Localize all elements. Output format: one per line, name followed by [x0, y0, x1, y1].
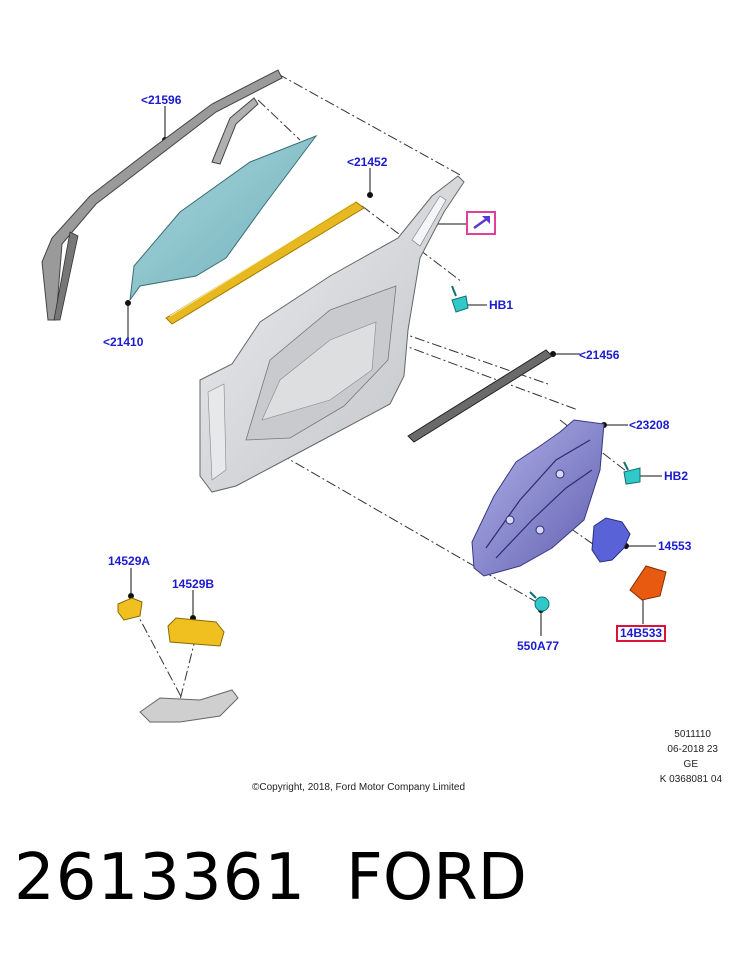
regulator-motor: [591, 517, 631, 563]
inner-weatherstrip: [165, 199, 365, 325]
window-frame-trim: [41, 69, 283, 321]
switch-14529a: [117, 597, 143, 621]
callout-550a77: 550A77: [517, 639, 560, 653]
part-number: 2613361: [14, 841, 307, 915]
fastener-hb1: [451, 285, 469, 313]
callout-14553: 14553: [658, 539, 692, 553]
door-control-module: [629, 565, 667, 601]
callout-23208: <23208: [629, 418, 670, 432]
callout-hb2: HB2: [664, 469, 689, 483]
callout-21596: <21596: [141, 93, 182, 107]
callout-14b533: 14B533: [616, 625, 667, 642]
armrest-handle: [139, 689, 239, 723]
meta-line-4: K 0368081 04: [659, 774, 722, 785]
callout-14529b: 14529B: [172, 577, 215, 591]
callout-21410: <21410: [103, 335, 144, 349]
meta-line-1: 5011110: [674, 729, 711, 740]
clip-550a77: [529, 591, 550, 612]
copyright-notice: ©Copyright, 2018, Ford Motor Company Lim…: [252, 782, 466, 793]
fastener-hb2: [623, 461, 641, 485]
window-glass: [129, 134, 318, 301]
meta-line-2: 06-2018 23: [667, 744, 718, 755]
arrow-marker: [466, 211, 496, 235]
switch-14529b: [167, 617, 225, 647]
callout-21456: <21456: [579, 348, 620, 362]
brand-name: FORD: [346, 841, 527, 915]
callout-14529a: 14529A: [108, 554, 151, 568]
door-frame: [199, 175, 465, 493]
callout-hb1: HB1: [489, 298, 514, 312]
window-regulator: [471, 419, 605, 577]
outer-weatherstrip: [407, 349, 553, 443]
callout-21452: <21452: [347, 155, 388, 169]
meta-line-3: GE: [683, 759, 698, 770]
